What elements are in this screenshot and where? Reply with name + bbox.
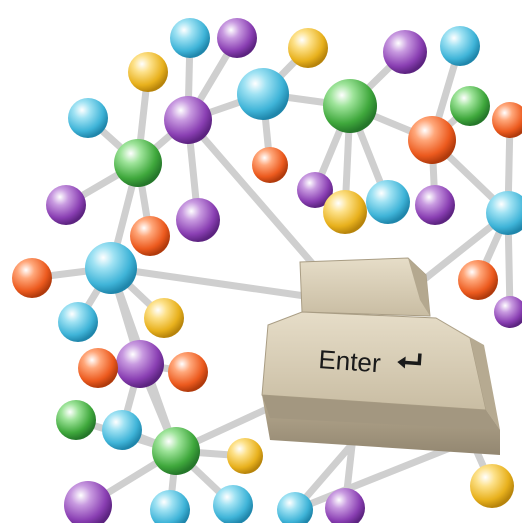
cyan-sphere-node [277, 492, 313, 523]
cyan-sphere-node [440, 26, 480, 66]
orange-sphere-node [252, 147, 288, 183]
yellow-sphere-node [128, 52, 168, 92]
connector-link [291, 436, 474, 514]
orange-sphere-node [130, 216, 170, 256]
green-sphere-node [152, 427, 200, 475]
orange-sphere-node [12, 258, 52, 298]
enter-arrow-icon [397, 353, 422, 369]
purple-sphere-node [116, 340, 164, 388]
green-sphere-node [114, 139, 162, 187]
connector-link [107, 264, 309, 300]
purple-sphere-node [494, 296, 522, 328]
yellow-sphere-node [470, 464, 514, 508]
purple-sphere-node [325, 488, 365, 523]
cyan-sphere-node [150, 490, 190, 523]
cyan-sphere-node [85, 242, 137, 294]
yellow-sphere-node [323, 190, 367, 234]
green-sphere-node [450, 86, 490, 126]
yellow-sphere-node [288, 28, 328, 68]
orange-sphere-node [78, 348, 118, 388]
yellow-sphere-node [227, 438, 263, 474]
yellow-sphere-node [144, 298, 184, 338]
cyan-sphere-node [237, 68, 289, 120]
cyan-sphere-node [68, 98, 108, 138]
purple-sphere-node [64, 481, 112, 523]
purple-sphere-node [176, 198, 220, 242]
cyan-sphere-node [58, 302, 98, 342]
orange-sphere-node [458, 260, 498, 300]
enter-key: Enter [261, 257, 500, 455]
enter-key-label: Enter [318, 344, 382, 378]
purple-sphere-node [164, 96, 212, 144]
cyan-sphere-node [486, 191, 522, 235]
green-sphere-node [56, 400, 96, 440]
cyan-sphere-node [102, 410, 142, 450]
cyan-sphere-node [213, 485, 253, 523]
purple-sphere-node [297, 172, 333, 208]
orange-sphere-node [408, 116, 456, 164]
cyan-sphere-node [366, 180, 410, 224]
orange-sphere-node [492, 102, 522, 138]
cyan-sphere-node [170, 18, 210, 58]
orange-sphere-node [168, 352, 208, 392]
purple-sphere-node [415, 185, 455, 225]
connector-link [184, 116, 322, 274]
sphere-nodes [12, 18, 522, 523]
purple-sphere-node [46, 185, 86, 225]
purple-sphere-node [217, 18, 257, 58]
green-sphere-node [323, 79, 377, 133]
purple-sphere-node [383, 30, 427, 74]
